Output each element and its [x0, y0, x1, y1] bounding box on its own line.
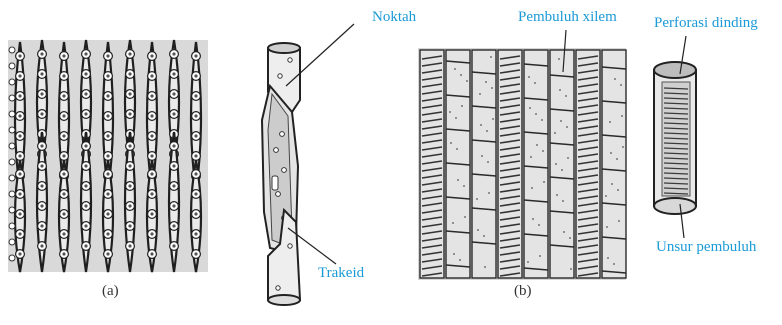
vessel-element-illustration — [654, 62, 696, 214]
label-noktah: Noktah — [372, 8, 416, 26]
caption-b: (b) — [514, 282, 532, 300]
tracheid-tube-illustration — [262, 43, 300, 305]
caption-a: (a) — [102, 282, 119, 300]
label-pembuluh-xilem: Pembuluh xilem — [518, 8, 617, 26]
label-perforasi-dinding: Perforasi dinding — [654, 14, 758, 32]
label-unsur-pembuluh: Unsur pembuluh — [656, 238, 756, 256]
label-trakeid: Trakeid — [318, 264, 364, 282]
tracheid-tissue-illustration — [8, 40, 208, 272]
vessel-tissue-illustration — [418, 48, 626, 280]
